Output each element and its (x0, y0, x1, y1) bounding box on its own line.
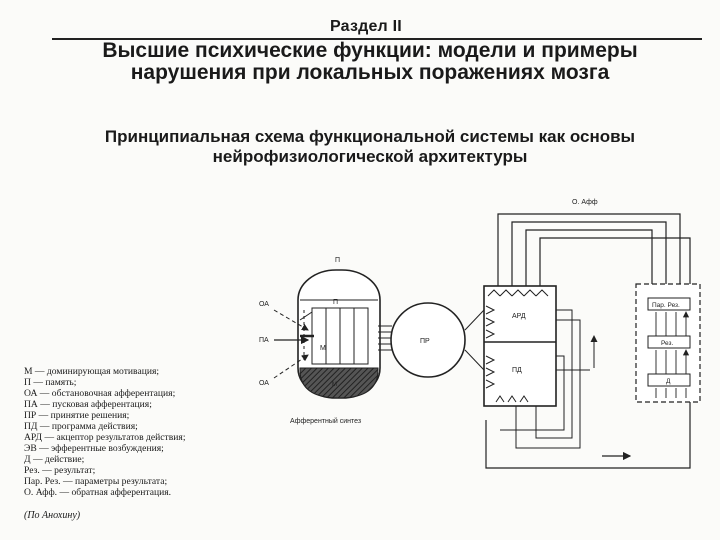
legend-item: О. Афф. — обратная афферентация. (24, 487, 172, 498)
legend-item: П — память; (24, 377, 77, 388)
title-line-2: нарушения при локальных поражениях мозга (130, 61, 610, 84)
label-pr: ПР (420, 338, 430, 345)
synthesis-to-decision-link (378, 325, 392, 351)
section-heading: Раздел II (330, 18, 402, 35)
legend-item: Рез. — результат; (24, 465, 96, 476)
subtitle-line-2: нейрофизиологической архитектуры (212, 147, 528, 166)
label-oa-top: ОА (259, 301, 269, 308)
label-pa: ПА (259, 337, 269, 344)
legend-item: ПР — принятие решения; (24, 410, 130, 421)
afferent-inputs: ОА ПА ОА (259, 301, 310, 387)
source-citation: (По Анохину) (24, 510, 81, 521)
result-panel: Пар. Рез. Рез. Д (635, 283, 701, 403)
label-ard: АРД (512, 313, 526, 320)
label-p-top: П (335, 257, 340, 264)
label-m-bottom: М (332, 382, 337, 388)
legend-item: М — доминирующая мотивация; (24, 366, 160, 377)
page-title: Высшие психические функции: модели и при… (40, 40, 700, 84)
decision-circle: ПР (390, 302, 485, 378)
heading-rule (52, 38, 702, 40)
label-rez: Рез. (661, 340, 674, 347)
legend-item: ОА — обстановочная афферентация; (24, 388, 176, 399)
legend-item: ЭВ — эфферентные возбуждения; (24, 443, 164, 454)
efferent-lines (500, 309, 598, 449)
label-o-aff: О. Афф (572, 199, 598, 206)
legend-item: Д — действие; (24, 454, 85, 465)
label-par-rez: Пар. Рез. (652, 302, 680, 309)
feedback-loop: О. Афф (485, 199, 691, 469)
label-pd: ПД (512, 367, 522, 374)
legend-item: Пар. Рез. — параметры результата; (24, 476, 168, 487)
legend-item: АРД — акцептор результатов действия; (24, 432, 186, 443)
afferent-synthesis-block: П П М М Афферентный синтез (290, 257, 381, 425)
legend-item: ПД — программа действия; (24, 421, 138, 432)
diagram-subtitle: Принципиальная схема функциональной сист… (40, 127, 700, 167)
label-oa-bottom: ОА (259, 380, 269, 387)
label-afferent-synthesis: Афферентный синтез (290, 417, 361, 425)
title-line-1: Высшие психические функции: модели и при… (102, 39, 638, 62)
label-d: Д (666, 378, 671, 385)
label-p-inner: П (333, 299, 338, 306)
label-m: М (320, 345, 326, 352)
legend-item: ПА — пусковая афферентация; (24, 399, 152, 410)
acceptor-program-block: АРД ПД (483, 285, 557, 407)
subtitle-line-1: Принципиальная схема функциональной сист… (104, 127, 636, 146)
legend: М — доминирующая мотивация; П — память; … (24, 366, 234, 498)
